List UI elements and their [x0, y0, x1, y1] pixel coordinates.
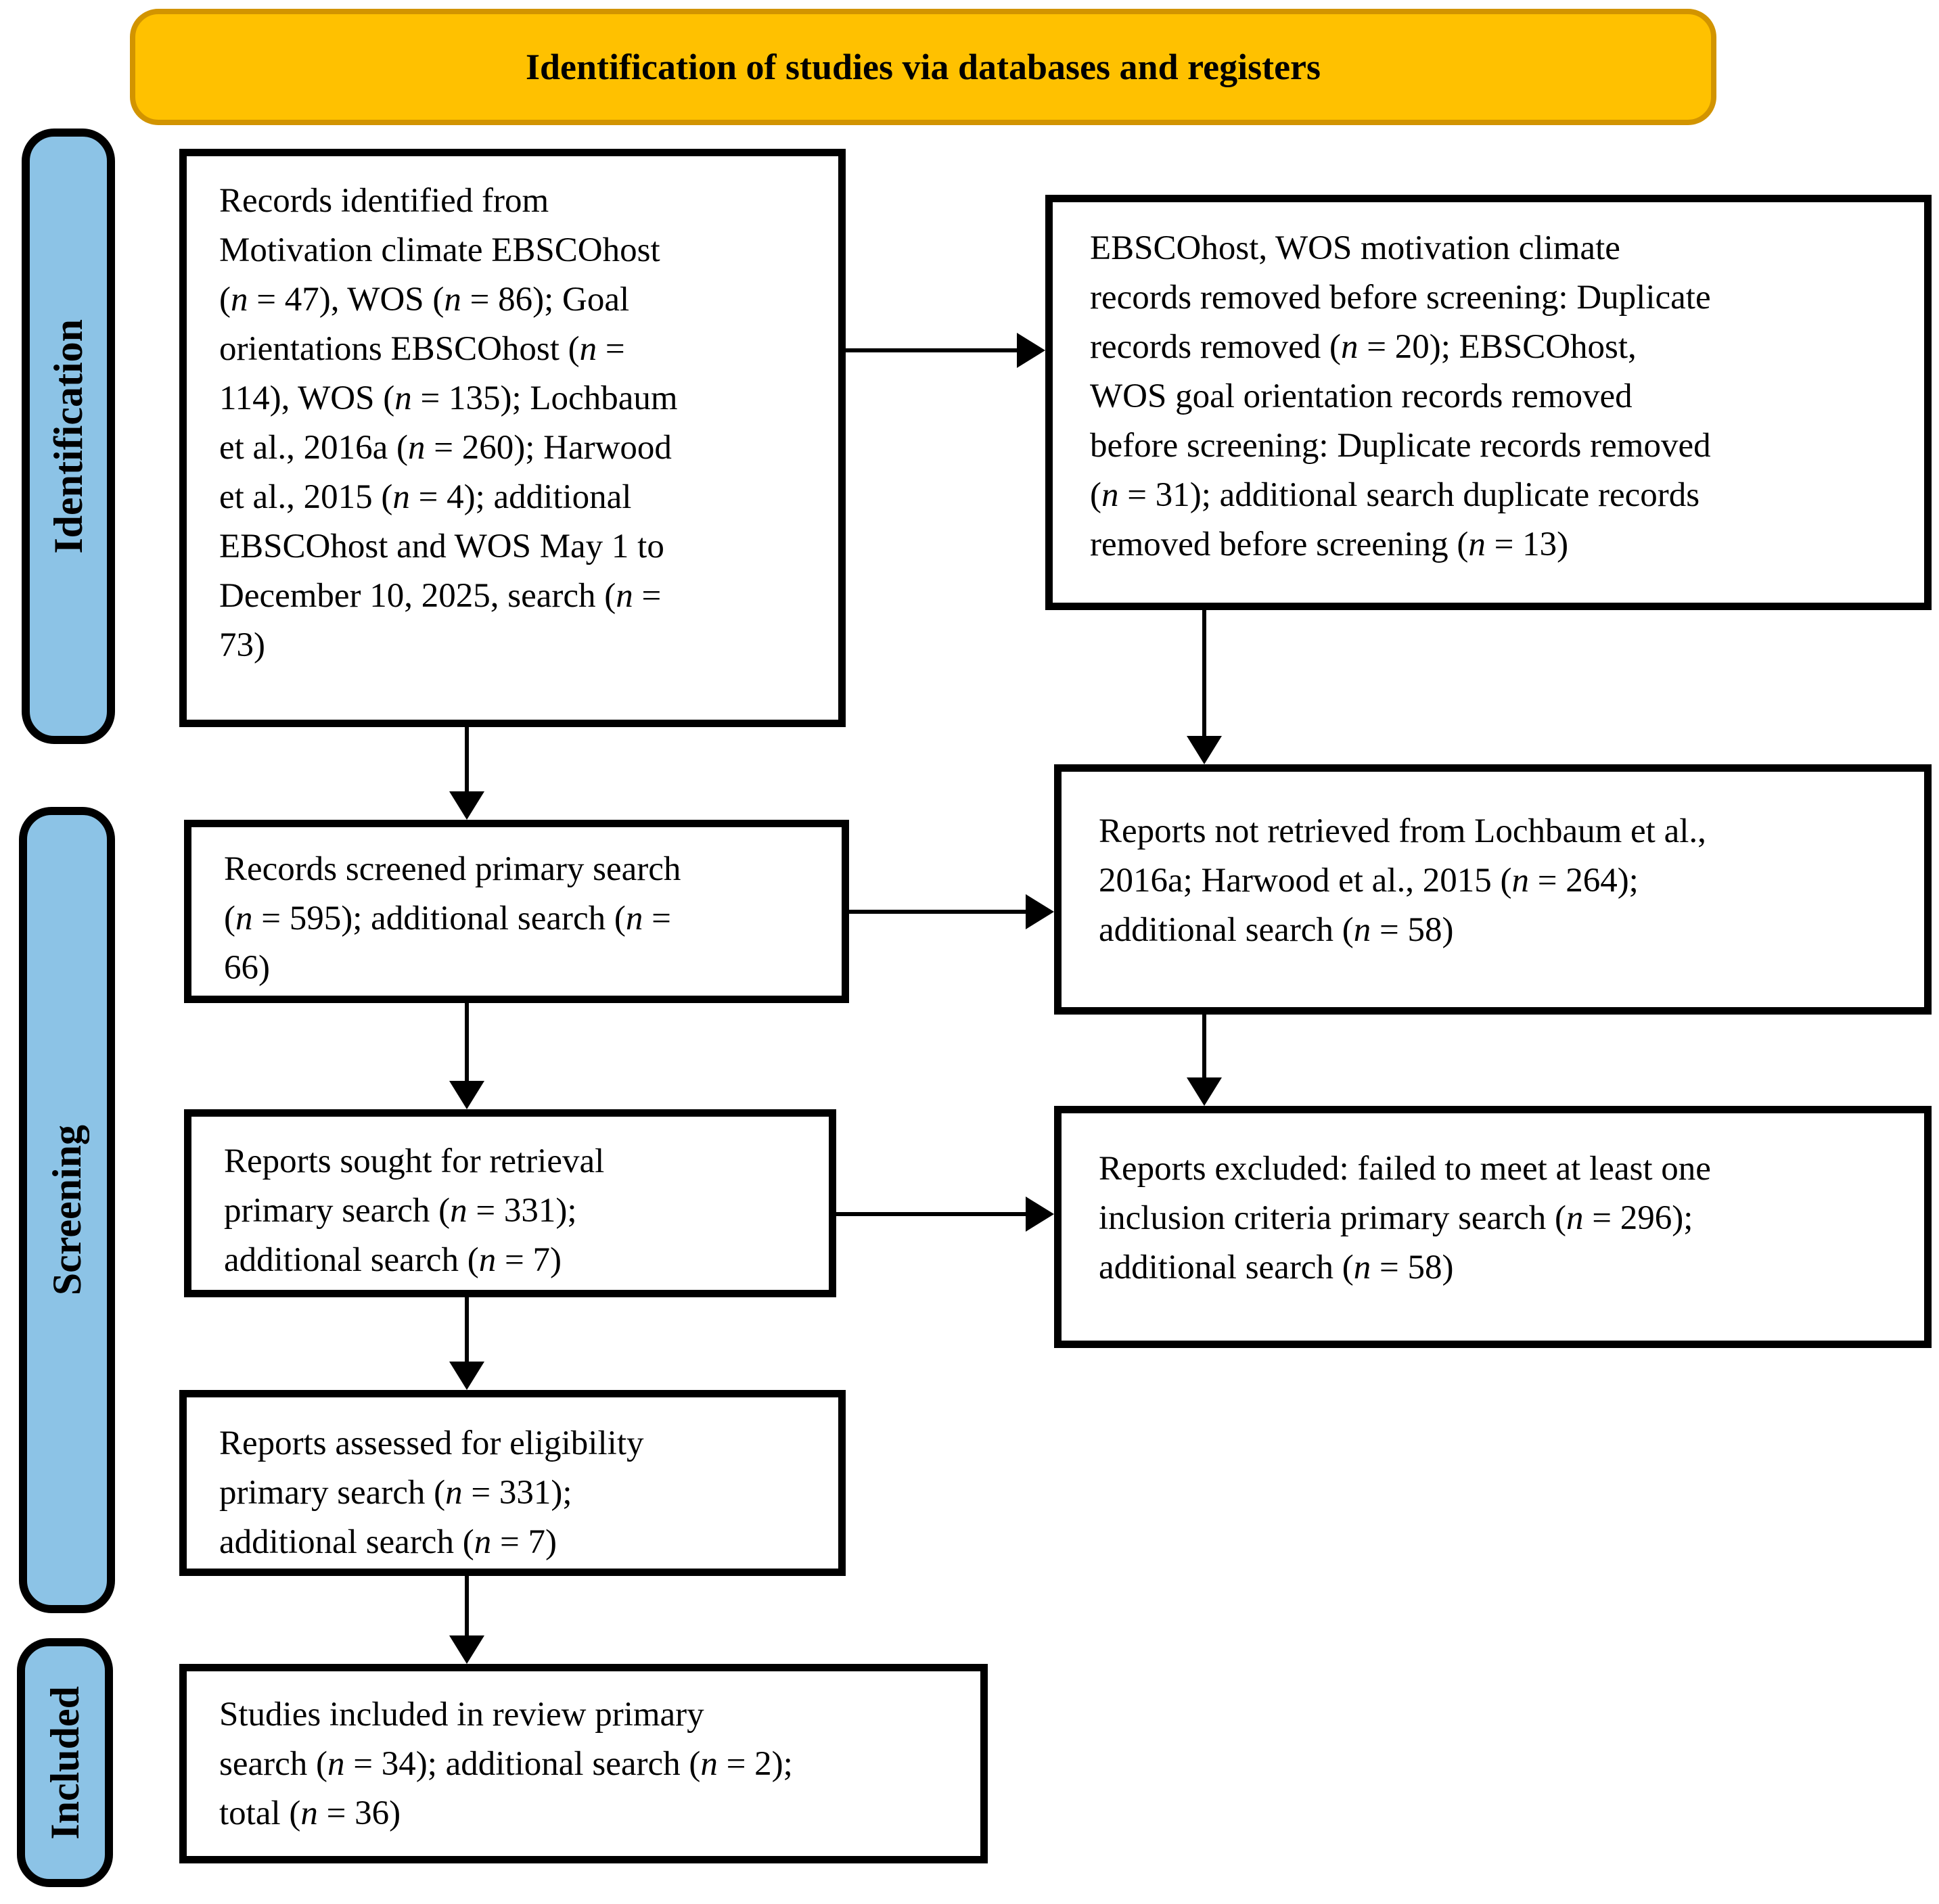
box-records-identified: Records identified from Motivation clima…: [179, 149, 846, 727]
stage-identification-text: Identification: [45, 319, 91, 554]
arrow-line: [465, 1003, 469, 1081]
stage-label-included: Included: [17, 1638, 113, 1887]
arrow-line: [465, 1297, 469, 1362]
arrow-head-right-icon: [1017, 333, 1045, 368]
header-title: Identification of studies via databases …: [525, 47, 1321, 87]
arrow-head-down-icon: [449, 1635, 484, 1664]
arrow-line: [849, 910, 1026, 914]
arrow-head-right-icon: [1026, 1197, 1054, 1232]
arrow-line: [846, 348, 1018, 352]
box-records-screened: Records screened primary search (n = 595…: [184, 820, 849, 1003]
header-banner: Identification of studies via databases …: [130, 9, 1716, 125]
arrow-head-down-icon: [449, 791, 484, 820]
box-reports-sought: Reports sought for retrieval primary sea…: [184, 1109, 836, 1297]
arrow-head-down-icon: [449, 1362, 484, 1390]
stage-label-identification: Identification: [22, 129, 115, 744]
arrow-head-right-icon: [1026, 894, 1054, 929]
arrow-line: [836, 1212, 1026, 1216]
arrow-head-down-icon: [1187, 736, 1222, 764]
box-reports-assessed: Reports assessed for eligibility primary…: [179, 1390, 846, 1576]
arrow-head-down-icon: [449, 1081, 484, 1109]
arrow-line: [465, 727, 469, 793]
arrow-head-down-icon: [1187, 1077, 1222, 1106]
box-reports-excluded: Reports excluded: failed to meet at leas…: [1054, 1106, 1932, 1348]
arrow-line: [1202, 1015, 1206, 1077]
arrow-line: [1202, 610, 1206, 736]
box-duplicates-removed: EBSCOhost, WOS motivation climate record…: [1045, 195, 1932, 610]
box-reports-not-retrieved: Reports not retrieved from Lochbaum et a…: [1054, 764, 1932, 1015]
box-studies-included: Studies included in review primary searc…: [179, 1664, 988, 1863]
stage-screening-text: Screening: [44, 1124, 89, 1296]
stage-included-text: Included: [42, 1686, 87, 1840]
arrow-line: [465, 1576, 469, 1635]
stage-label-screening: Screening: [19, 807, 115, 1613]
